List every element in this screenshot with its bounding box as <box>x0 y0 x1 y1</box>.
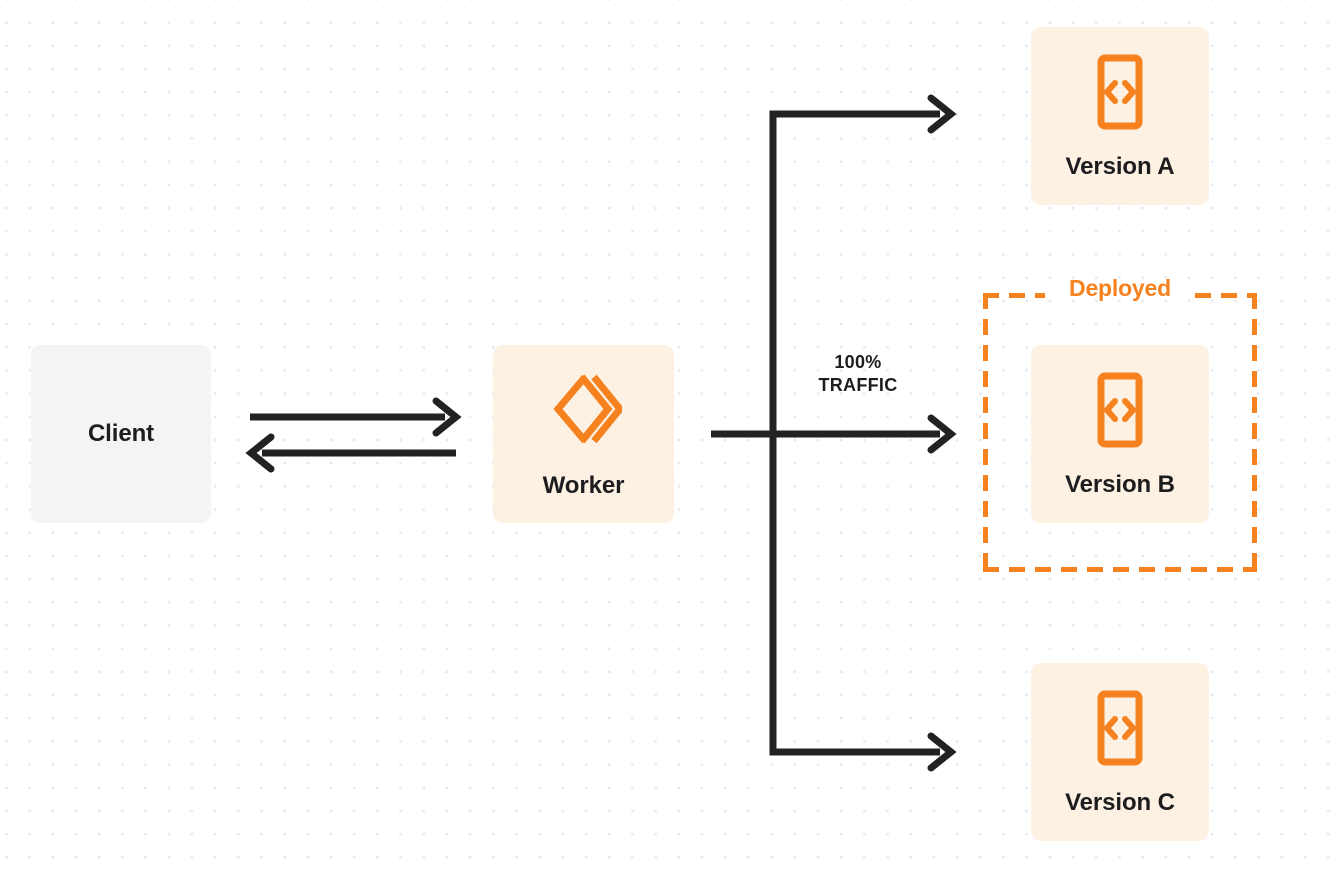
node-client[interactable]: Client <box>31 345 211 523</box>
node-version-a[interactable]: Version A <box>1031 27 1209 205</box>
node-version-c[interactable]: Version C <box>1031 663 1209 841</box>
node-client-label: Client <box>87 420 155 447</box>
code-file-icon <box>1090 690 1150 771</box>
traffic-label: 100% TRAFFIC <box>778 351 938 397</box>
deployed-border-right <box>1252 293 1257 572</box>
node-worker-label: Worker <box>542 471 625 499</box>
node-version-b[interactable]: Version B <box>1031 345 1209 523</box>
edge-worker-to-version-b <box>711 414 957 454</box>
deployed-group-label: Deployed <box>1069 275 1171 301</box>
code-file-icon <box>1090 372 1150 453</box>
traffic-percent: 100% <box>834 352 882 372</box>
node-worker[interactable]: Worker <box>493 345 674 523</box>
edge-worker-to-version-a <box>770 94 957 134</box>
deployed-border-left <box>983 293 988 572</box>
node-version-c-label: Version C <box>1065 788 1175 816</box>
deployed-border-bottom <box>983 567 1257 572</box>
cloudflare-workers-logo-icon <box>546 371 625 452</box>
edge-worker-to-version-c <box>770 732 957 772</box>
traffic-word: TRAFFIC <box>818 375 898 396</box>
edge-worker-to-client <box>245 433 456 473</box>
deployed-border-top-right <box>1195 293 1257 298</box>
edge-client-to-worker <box>250 397 462 437</box>
node-version-b-label: Version B <box>1065 470 1175 498</box>
deployed-border-top-left <box>983 293 1045 298</box>
code-file-icon <box>1090 54 1150 135</box>
node-version-a-label: Version A <box>1065 152 1175 180</box>
